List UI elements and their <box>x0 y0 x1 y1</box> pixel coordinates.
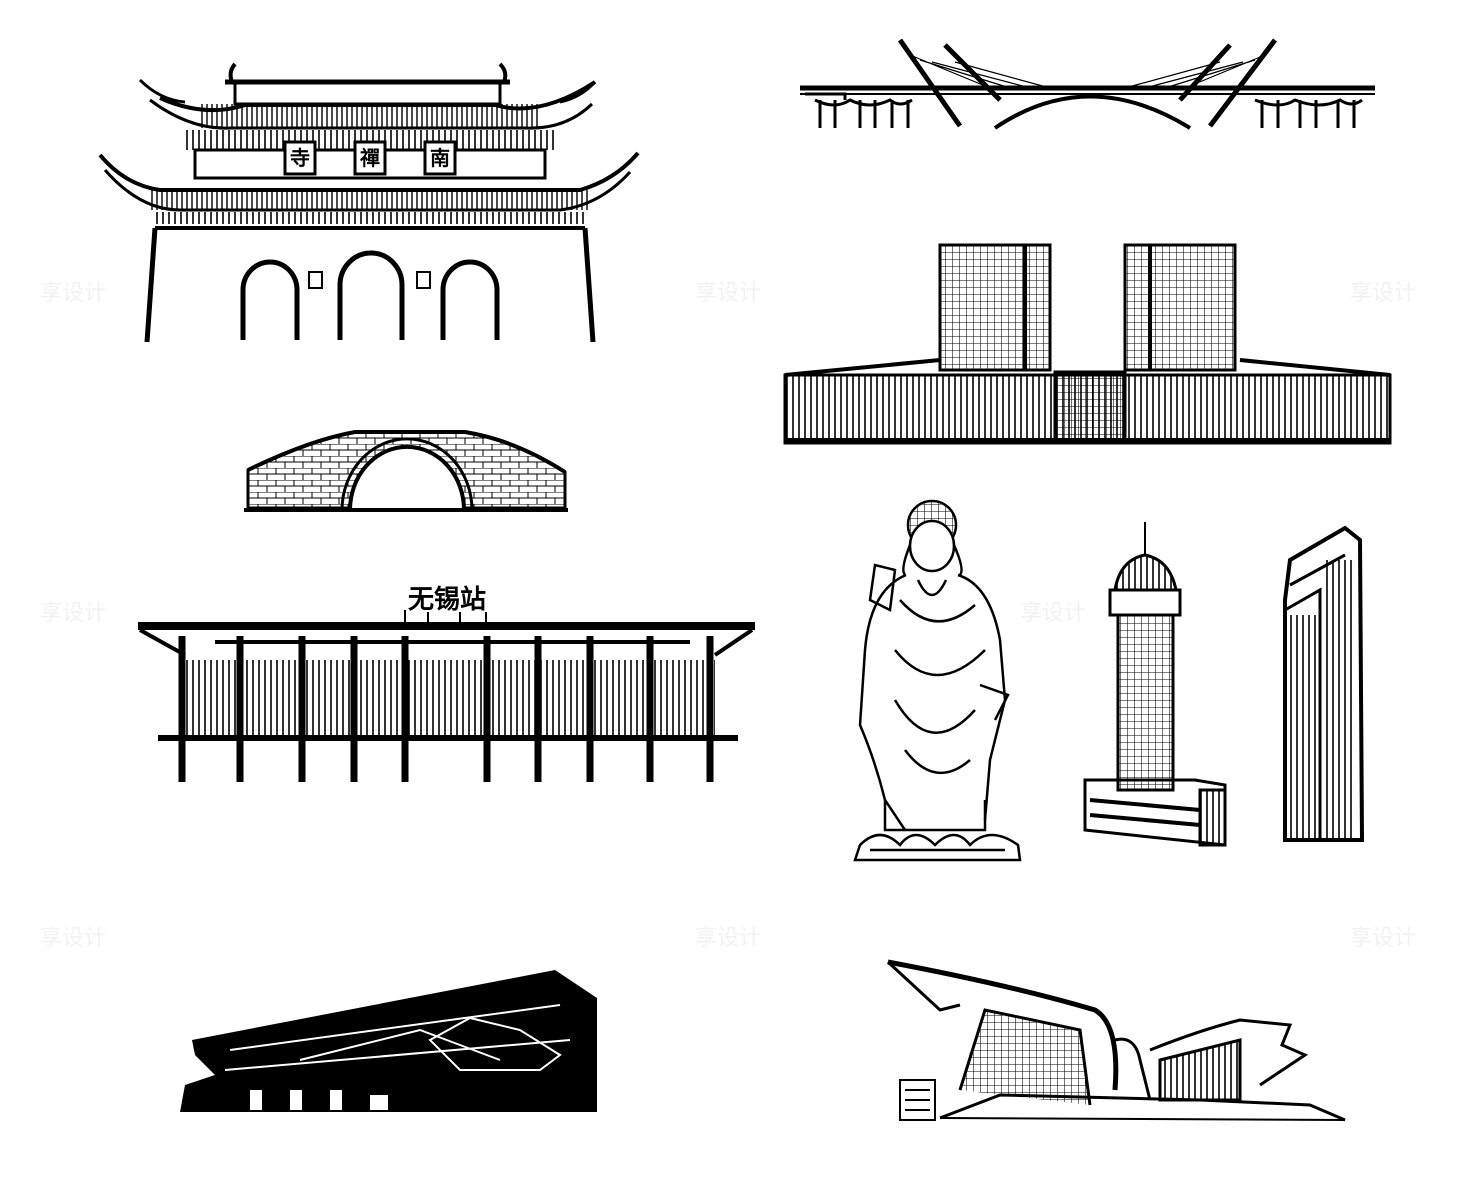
twin-tower-complex <box>783 243 1392 445</box>
temple-gate <box>98 62 640 343</box>
watermark-text: 享设计 <box>40 601 106 626</box>
stone-arch-bridge <box>244 430 568 512</box>
plaque-char-3: 南 <box>430 146 450 170</box>
domed-tower <box>1083 522 1227 847</box>
stadium <box>180 970 597 1112</box>
railway-station <box>138 610 755 782</box>
plaque-row <box>283 140 457 176</box>
watermark-text: 享设计 <box>40 926 106 951</box>
watermark-text: 享设计 <box>1350 281 1416 306</box>
grand-theater <box>886 959 1346 1122</box>
plaque-char-1: 寺 <box>290 146 310 170</box>
buddha-statue <box>853 499 1022 862</box>
cable-stayed-bridge <box>800 38 1375 130</box>
watermark-text: 享设计 <box>695 926 761 951</box>
watermark-text: 享设计 <box>695 281 761 306</box>
skyscraper <box>1283 525 1365 842</box>
watermark-text: 享设计 <box>40 281 106 306</box>
plaque-char-2: 禪 <box>360 146 380 170</box>
watermark-text: 享设计 <box>1350 926 1416 951</box>
watermark-layer: 享设计 享设计 享设计 享设计 享设计 享设计 享设计 享设计 <box>40 281 1416 951</box>
station-sign: 无锡站 <box>408 585 486 615</box>
watermark-text: 享设计 <box>1020 601 1086 626</box>
